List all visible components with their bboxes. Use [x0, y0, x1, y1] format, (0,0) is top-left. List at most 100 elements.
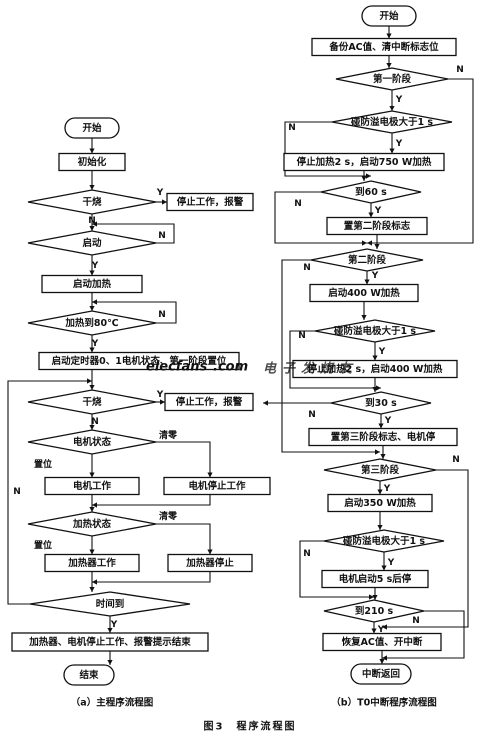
main-edge-m_init-m_dry1-arrowhead — [89, 185, 95, 190]
interrupt-edge-label: Y — [384, 416, 392, 426]
interrupt-node-stage1: 第一阶段 — [335, 67, 449, 91]
decision-diamond — [323, 599, 425, 623]
watermark-site-name: 电子发烧友 — [263, 361, 358, 377]
interrupt-node-restore: 恢复AC值、开中断 — [322, 632, 442, 652]
main-nodes: 开始初始化干烧停止工作，报警启动启动加热加热到80℃启动定时器0、1电机状态、第… — [11, 117, 271, 686]
terminal-capsule — [64, 117, 120, 139]
interrupt-edge-t_elec1-t_to60-arrowhead — [366, 173, 371, 179]
interrupt-node-elec1: 碰防溢电极大于1 s — [331, 110, 453, 134]
main-edge-label: 置位 — [34, 539, 52, 551]
interrupt-edge-t_elec1-t_stop2s_750-arrowhead — [389, 148, 395, 154]
node-label: 开始 — [379, 10, 399, 22]
interrupt-edge-t_to60-t_set2-arrowhead — [368, 212, 374, 218]
main-edge-m_heat_state-m_heater_stop-arrowhead — [207, 549, 213, 555]
interrupt-edge-t_elec3-t_to210-arrowhead — [369, 594, 374, 600]
interrupt-node-stage2: 第二阶段 — [310, 248, 424, 272]
decision-diamond — [29, 591, 191, 617]
main-node-dry1: 干烧 — [27, 189, 157, 215]
interrupt-edge-t_to60-t_stage2-arrowhead — [362, 240, 367, 246]
process-box — [321, 569, 429, 589]
interrupt-edge-t_elec3-t_to210 — [299, 540, 374, 598]
main-edge-m_motor_stop-m_heat_state-arrowhead — [92, 502, 97, 508]
interrupt-edge-t_stop2s_750-t_to60-arrowhead — [361, 176, 367, 181]
main-edge-label: Y — [91, 261, 99, 271]
interrupt-edge-t_stage3-t_restore-arrowhead — [382, 624, 387, 630]
main-edge-m_dry2-m_motor_state-arrowhead — [89, 425, 95, 430]
node-label: 电机状态 — [73, 436, 112, 448]
interrupt-edge-t_elec2-t_to30 — [289, 330, 381, 389]
interrupt-node-elec3: 碰防溢电极大于1 s — [323, 529, 445, 553]
interrupt-node-elec2: 碰防溢电极大于1 s — [314, 319, 436, 343]
node-label: 第二阶段 — [348, 254, 387, 266]
main-edge-label: 清零 — [159, 429, 178, 441]
interrupt-node-start: 开始 — [361, 5, 417, 27]
node-label: 加热器停止 — [185, 557, 234, 569]
node-label: 初始化 — [78, 156, 107, 168]
watermark-logo-text: elecfans — [146, 360, 207, 375]
main-node-start: 开始 — [64, 117, 120, 139]
main-edge-m_dry1-m_stop1-arrowhead — [162, 199, 167, 205]
node-label: 开始 — [82, 122, 102, 134]
interrupt-edge-t_stage1-t_elec1-arrowhead — [389, 106, 395, 111]
decision-diamond — [27, 511, 157, 537]
node-label: 启动 — [82, 237, 102, 249]
main-node-init: 初始化 — [58, 152, 126, 172]
main-edge-m_motor_run-m_heat_state-arrowhead — [89, 507, 95, 512]
main-edge-m_motor_state-m_motor_run-arrowhead — [89, 472, 95, 478]
interrupt-edge-t_stage1-t_stage2 — [367, 78, 474, 244]
interrupt-edge-t_motor5-t_to210-arrowhead — [372, 595, 378, 600]
interrupt-edge-label: Y — [377, 625, 385, 635]
process-box — [283, 152, 445, 172]
decision-diamond — [323, 458, 437, 482]
node-label: 到30 s — [365, 397, 397, 409]
interrupt-edge-label: Y — [378, 347, 386, 357]
node-label: 第一阶段 — [373, 73, 412, 85]
interrupt-node-to30: 到30 s — [330, 391, 432, 415]
main-edge-m_start-m_init-arrowhead — [89, 148, 95, 154]
process-box — [11, 632, 209, 652]
interrupt-edge-label: N — [412, 616, 420, 626]
main-edge-label: N — [13, 487, 21, 497]
interrupt-node-stage3: 第三阶段 — [323, 458, 437, 482]
main-edge-label: N — [91, 417, 99, 427]
interrupt-edge-t_stage2-t_400-arrowhead — [364, 279, 370, 285]
interrupt-node-to210: 到210 s — [323, 599, 425, 623]
main-edge-label: N — [158, 231, 166, 241]
interrupt-edge-t_set3-t_stage3-arrowhead — [380, 454, 386, 459]
interrupt-edge-label: N — [298, 331, 306, 341]
main-edge-m_launch-m_launch-arrowhead — [92, 221, 97, 227]
interrupt-node-motor5: 电机启动5 s后停 — [321, 569, 429, 589]
main-node-to80: 加热到80℃ — [27, 310, 157, 336]
interrupt-edge-t_elec2-t_to30-arrowhead — [376, 385, 381, 391]
interrupt-node-to60: 到60 s — [320, 180, 422, 204]
node-label: 加热器、电机停止工作、报警提示结束 — [28, 636, 191, 648]
node-label: 碰防溢电极大于1 s — [350, 116, 433, 128]
terminal-capsule — [361, 5, 417, 27]
process-box — [309, 283, 419, 303]
decision-diamond — [323, 529, 445, 553]
main-edge-m_heater_stop-m_time_up — [92, 571, 211, 583]
interrupt-edge-label: Y — [374, 206, 382, 216]
main-flow-caption: （a）主程序流程图 — [71, 697, 153, 709]
main-edge-m_heater_stop-m_time_up-arrowhead — [92, 579, 97, 585]
main-node-stop2: 停止工作，报警 — [164, 392, 254, 412]
interrupt-edge-t_400-t_elec2-arrowhead — [361, 315, 367, 320]
interrupt-edge-t_start-t_backup-arrowhead — [386, 33, 392, 39]
process-box — [167, 553, 253, 573]
main-node-motor_stop: 电机停止工作 — [163, 476, 271, 496]
decision-diamond — [27, 389, 157, 415]
node-label: 启动400 W加热 — [328, 287, 400, 299]
process-box — [326, 216, 428, 236]
process-box — [38, 351, 240, 371]
node-label: 电机停止工作 — [188, 480, 246, 492]
interrupt-node-400: 启动400 W加热 — [309, 283, 419, 303]
main-edge-m_heat_state-m_heater_stop — [156, 523, 211, 555]
main-edge-m_dry1-m_launch-arrowhead — [89, 226, 95, 231]
interrupt-edge-t_to30-t_set3-arrowhead — [378, 423, 384, 429]
interrupt-edge-label: Y — [383, 484, 391, 494]
process-box — [327, 493, 433, 513]
interrupt-node-return: 中断返回 — [350, 663, 412, 685]
node-label: 启动加热 — [73, 278, 112, 290]
main-edge-m_heat_state-m_heater_run-arrowhead — [89, 549, 95, 555]
node-label: 备份AC值、清中断标志位 — [328, 41, 439, 53]
